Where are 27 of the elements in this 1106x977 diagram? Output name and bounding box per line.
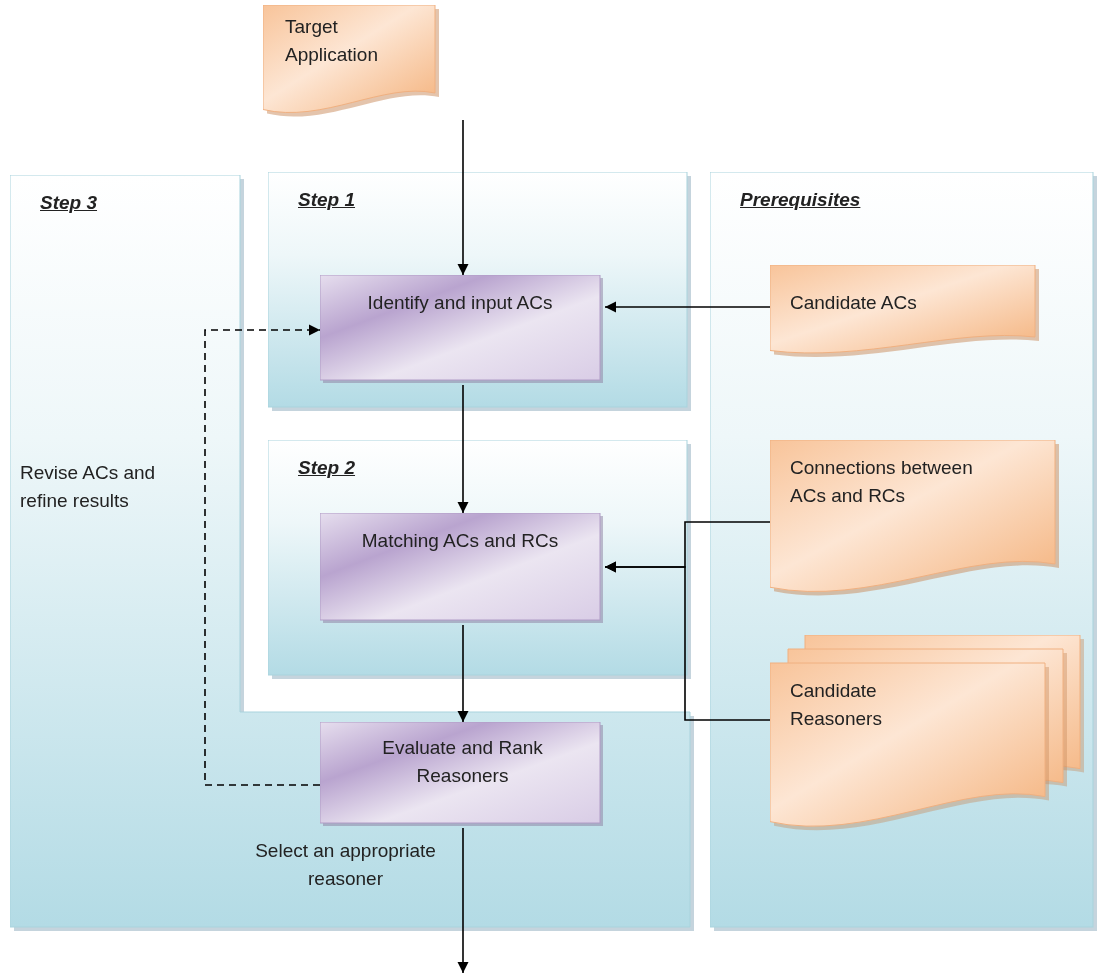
process-box: [320, 513, 605, 625]
arrow: [457, 827, 469, 974]
arrow: [457, 384, 469, 514]
step-panel: [268, 440, 692, 680]
process-box: [320, 275, 605, 385]
step-panel: [710, 172, 1098, 932]
process-label: Matching ACs and RCs: [360, 529, 560, 553]
document-shape: [770, 265, 1040, 360]
process-box: [320, 722, 605, 828]
document-label: Candidate Reasoners: [790, 679, 883, 731]
arrow: [604, 301, 771, 313]
panel-heading: Prerequisites: [740, 188, 862, 212]
arrow: [604, 561, 771, 721]
document-label: Candidate ACs: [790, 291, 918, 315]
panel-heading: Step 1: [298, 188, 357, 212]
arrow: [457, 624, 469, 723]
panel-heading: Step 2: [298, 456, 357, 480]
note-text: Select an appropriate reasoner: [254, 839, 437, 891]
process-label: Evaluate and Rank Reasoners: [381, 736, 544, 788]
document-label: Connections between ACs and RCs: [790, 456, 974, 508]
arrow: [457, 119, 469, 276]
note-text: Revise ACs and refine results: [20, 461, 157, 513]
panel-heading: Step 3: [40, 191, 99, 215]
document-label: Target Application: [285, 15, 379, 67]
dashed-arrow: [204, 324, 321, 786]
process-label: Identify and input ACs: [366, 291, 554, 315]
step-panel: [268, 172, 692, 412]
